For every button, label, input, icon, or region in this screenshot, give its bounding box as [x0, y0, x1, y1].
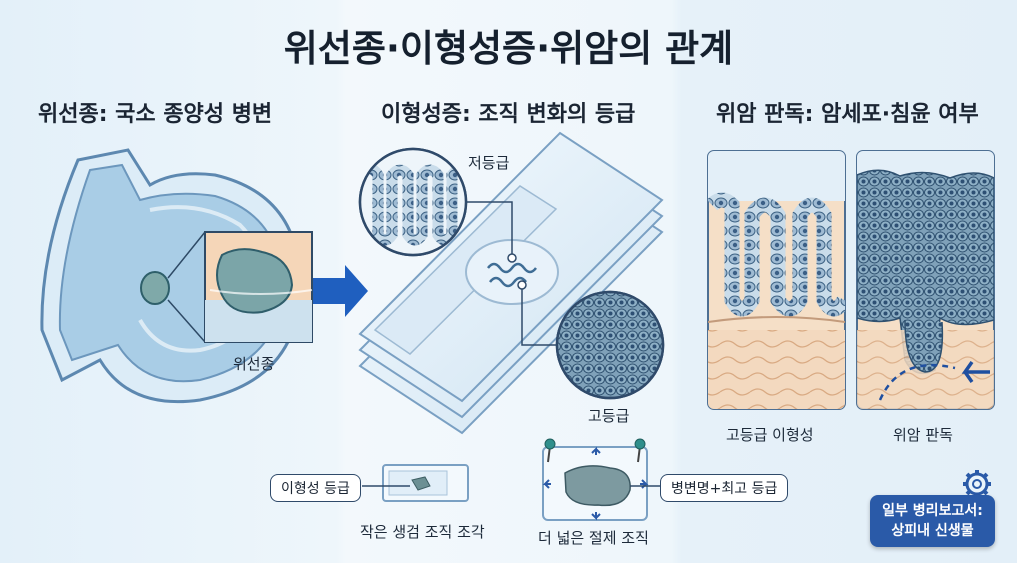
high-grade-magnified — [517, 280, 665, 400]
resection-label: 더 넓은 절제 조직 — [538, 529, 649, 547]
biopsy-label: 작은 생검 조직 조각 — [360, 523, 485, 541]
adenoma-label: 위선종 — [233, 355, 275, 373]
section-title-cancer: 위암 판독: 암세포·침윤 여부 — [716, 102, 979, 127]
pin-icon — [544, 438, 646, 463]
adenoma-zoom-box — [204, 231, 313, 343]
badge-line-1: 일부 병리보고서: — [882, 503, 983, 519]
biopsy-slide — [362, 464, 469, 502]
pathology-report-badge: 일부 병리보고서: 상피내 신생물 — [870, 495, 995, 547]
low-grade-magnified — [358, 147, 517, 263]
gastric-cancer-label: 위암 판독 — [893, 426, 953, 444]
high-grade-label: 고등급 — [588, 407, 630, 425]
gastric-cancer-card — [856, 150, 995, 410]
gear-icon — [963, 470, 991, 498]
main-title: 위선종·이형성증·위암의 관계 — [283, 27, 734, 70]
section-title-dysplasia: 이형성증: 조직 변화의 등급 — [381, 102, 636, 127]
resection-specimen — [542, 446, 662, 521]
biopsy-grade-tag: 이형성 등급 — [270, 474, 361, 502]
resection-grade-tag: 병변명+최고 등급 — [660, 474, 789, 502]
high-grade-dysplasia-label: 고등급 이형성 — [726, 426, 814, 444]
slide-stack — [358, 131, 664, 435]
high-grade-dysplasia-card — [707, 150, 846, 410]
arrow-right-icon — [313, 265, 368, 317]
low-grade-label: 저등급 — [468, 154, 510, 172]
badge-line-2: 상피내 신생물 — [891, 523, 974, 539]
adenoma-lesion — [140, 271, 170, 305]
section-title-adenoma: 위선종: 국소 종양성 병변 — [38, 102, 273, 127]
